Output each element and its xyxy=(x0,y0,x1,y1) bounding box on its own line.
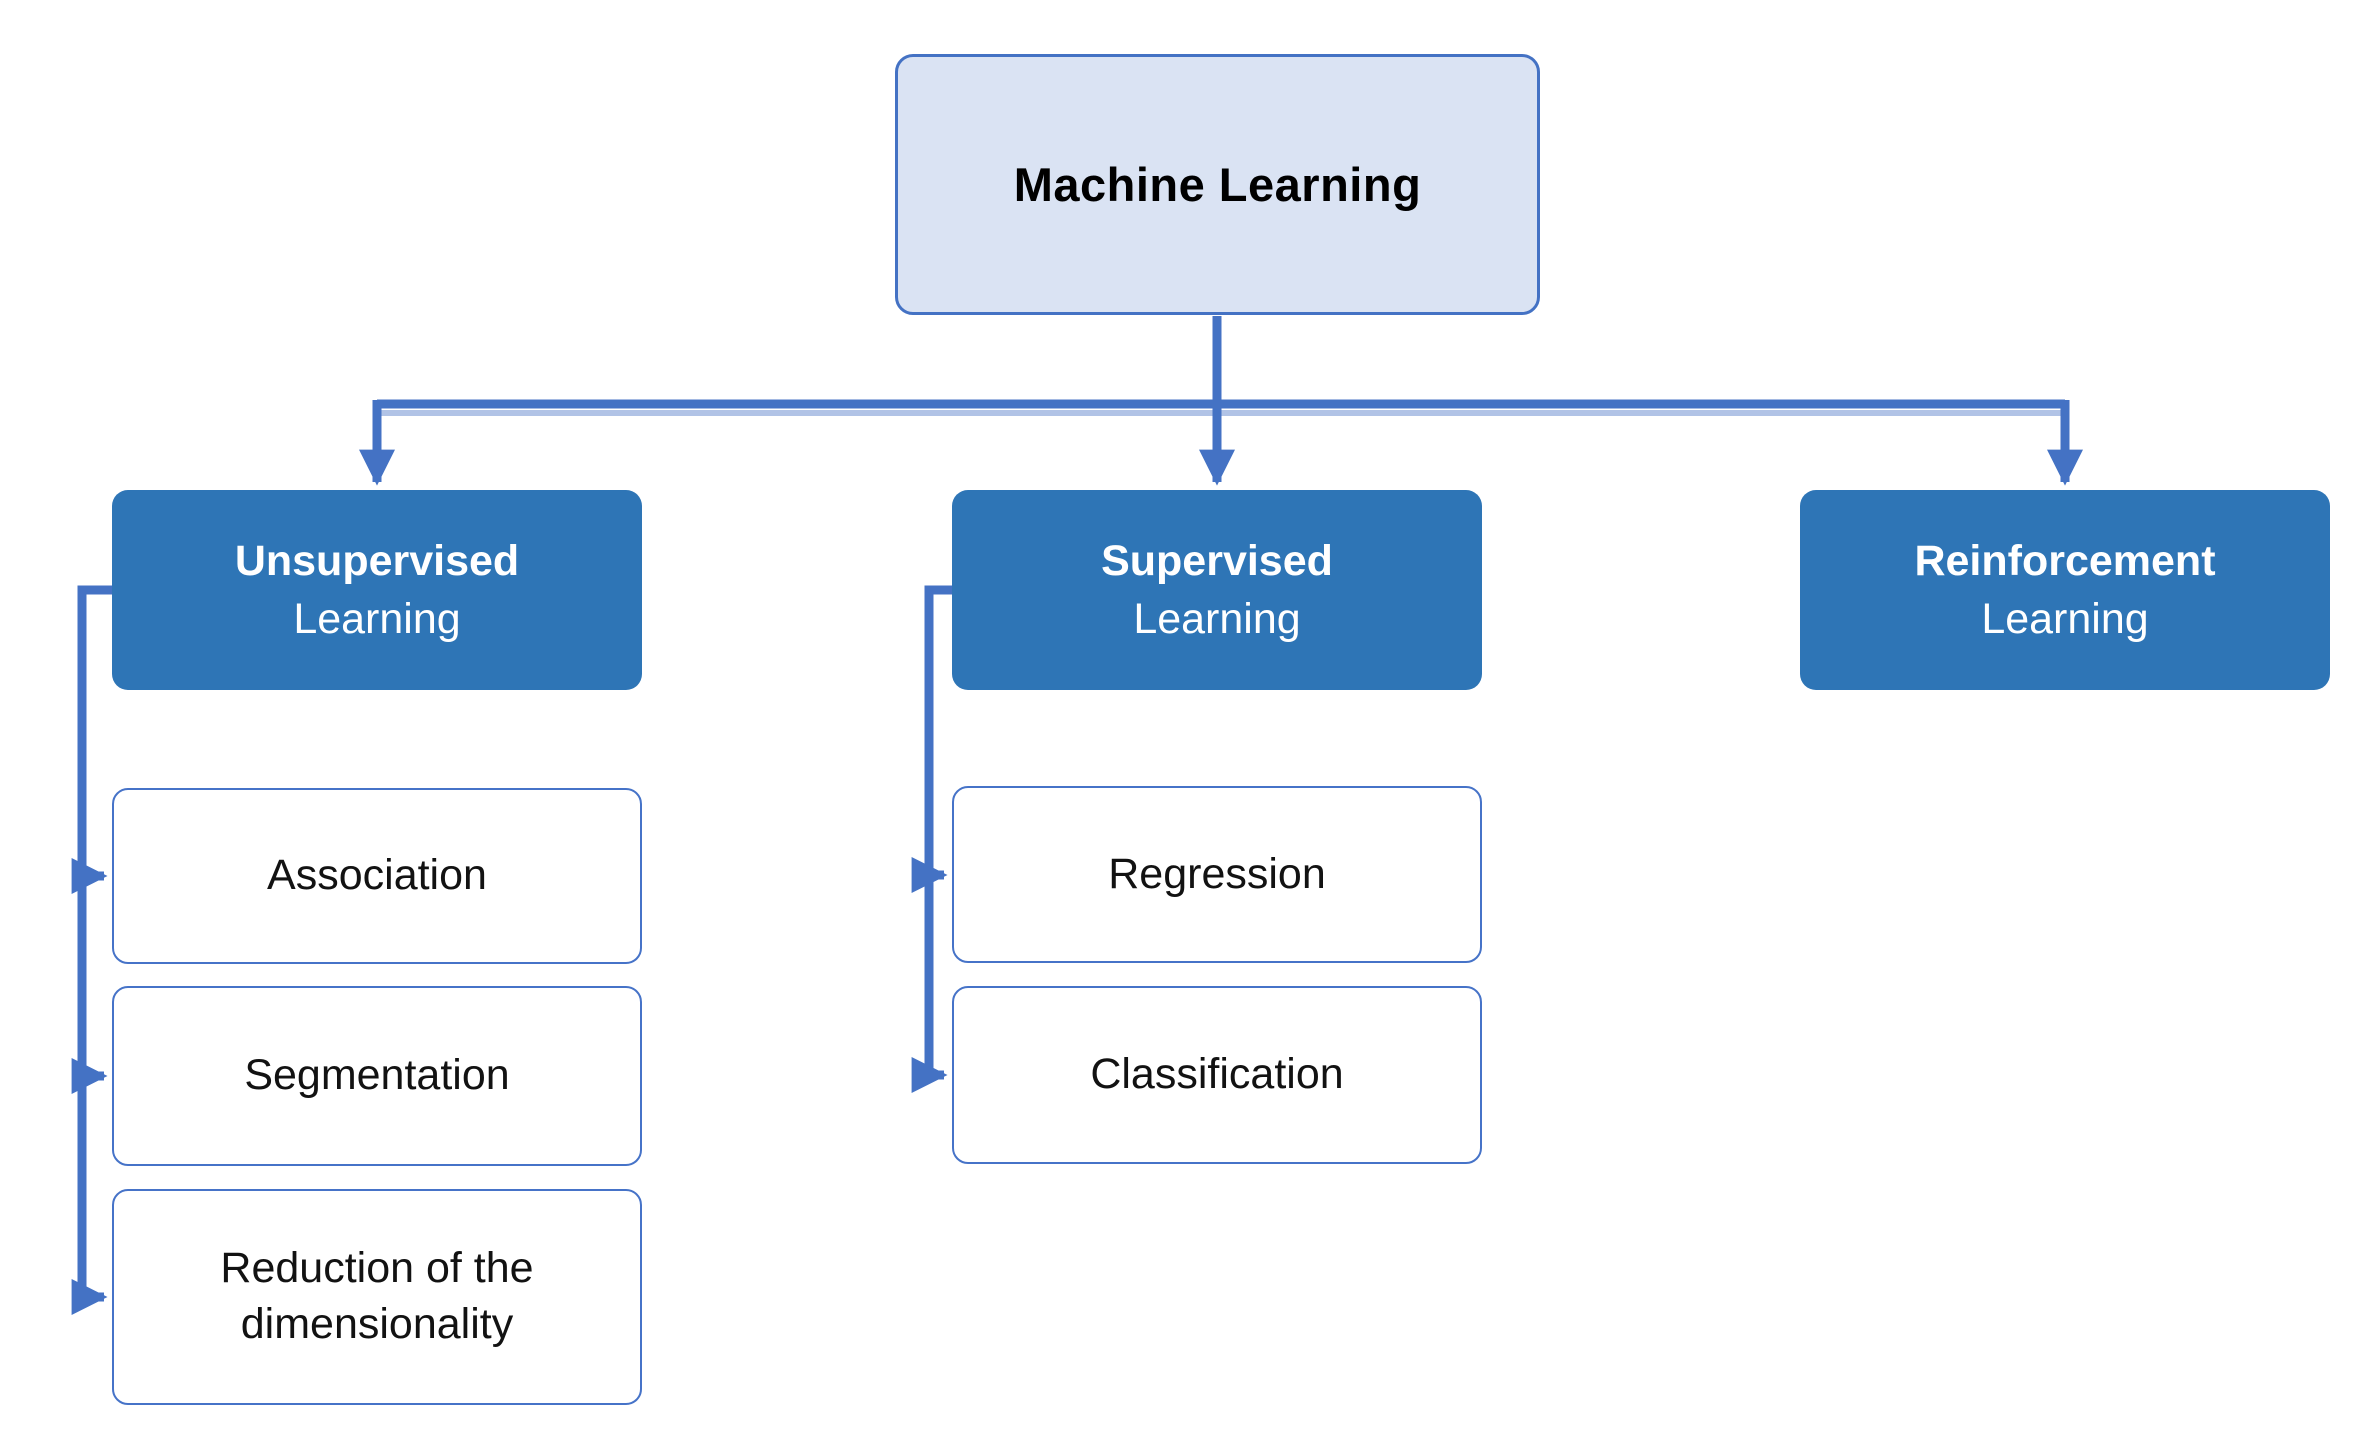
node-regression-label: Regression xyxy=(1108,849,1326,898)
connector-unsupervised-elbow xyxy=(71,585,112,1315)
node-unsupervised-learning: Unsupervised Learning xyxy=(112,490,642,690)
node-machine-learning: Machine Learning xyxy=(895,54,1540,315)
node-supervised-learning: Supervised Learning xyxy=(952,490,1482,690)
node-reduction-of-dimensionality: Reduction of the dimensionality xyxy=(112,1189,642,1405)
node-reinforcement-learning: Reinforcement Learning xyxy=(1800,490,2330,690)
node-segmentation: Segmentation xyxy=(112,986,642,1166)
connector-supervised-elbow xyxy=(911,585,952,1093)
node-association-label: Association xyxy=(267,851,487,900)
node-reinforcement-learning-label-line1: Reinforcement xyxy=(1914,536,2216,585)
node-machine-learning-label: Machine Learning xyxy=(1013,158,1422,211)
node-unsupervised-learning-label-line1: Unsupervised xyxy=(234,536,520,585)
node-reinforcement-learning-label-line2: Learning xyxy=(1981,595,2149,643)
node-supervised-learning-label-line2: Learning xyxy=(1133,595,1301,643)
node-segmentation-label: Segmentation xyxy=(244,1051,510,1100)
node-classification-label: Classification xyxy=(1090,1050,1344,1099)
node-supervised-learning-label-line1: Supervised xyxy=(1101,536,1333,585)
node-classification: Classification xyxy=(952,986,1482,1164)
node-unsupervised-learning-label-line2: Learning xyxy=(293,595,461,643)
node-reduction-of-dimensionality-label: Reduction of the dimensionality xyxy=(220,1244,534,1348)
node-regression: Regression xyxy=(952,786,1482,963)
node-association: Association xyxy=(112,788,642,964)
